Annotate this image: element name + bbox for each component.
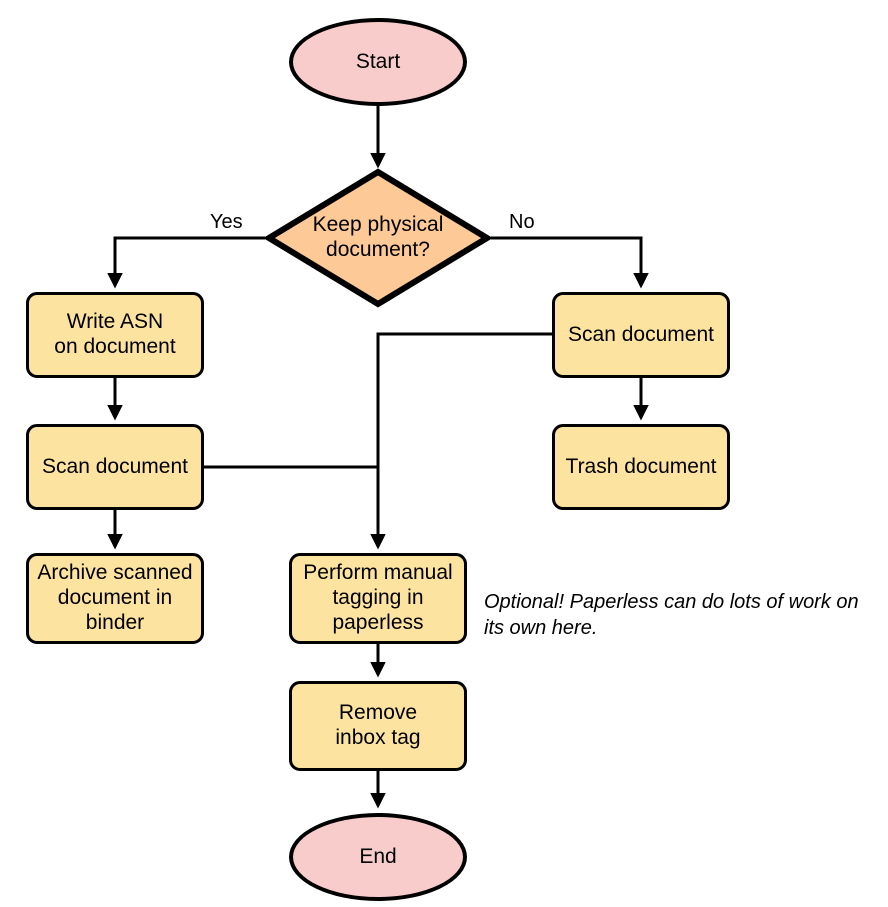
annotation-optional-note: Optional! Paperless can do lots of work … [484, 591, 859, 639]
node-write-asn[interactable]: Write ASN on document [26, 292, 204, 378]
node-keep-physical-document[interactable]: Keep physical document? [265, 168, 491, 308]
node-perform-manual-tagging[interactable]: Perform manual tagging in paperless [289, 553, 467, 644]
node-archive-scanned-document[interactable]: Archive scanned document in binder [26, 553, 204, 644]
node-scan-document-left[interactable]: Scan document [26, 424, 204, 510]
edge-scan-right-to-tagging [370, 332, 552, 550]
node-perform-manual-tagging-label: Perform manual tagging in paperless [303, 561, 453, 634]
node-keep-physical-document-label: Keep physical document? [312, 213, 444, 261]
node-remove-inbox-tag-label: Remove inbox tag [335, 701, 421, 749]
node-remove-inbox-tag[interactable]: Remove inbox tag [289, 681, 467, 771]
node-archive-scanned-document-label: Archive scanned document in binder [37, 561, 193, 634]
edge-label-yes: Yes [210, 211, 243, 233]
node-start[interactable]: Start [289, 18, 467, 106]
node-end[interactable]: End [289, 813, 467, 901]
node-trash-document[interactable]: Trash document [552, 424, 730, 510]
edge-decision-to-write-asn [107, 236, 265, 289]
node-scan-document-right[interactable]: Scan document [552, 292, 730, 378]
node-end-label: End [359, 844, 397, 868]
node-trash-document-label: Trash document [565, 454, 717, 478]
diamond-shape [265, 168, 491, 308]
node-start-label: Start [355, 49, 401, 73]
edge-decision-to-scan-right [491, 236, 649, 289]
node-scan-document-left-label: Scan document [42, 454, 188, 478]
node-scan-document-right-label: Scan document [568, 322, 714, 346]
node-write-asn-label: Write ASN on document [54, 310, 176, 358]
edge-label-no: No [509, 211, 535, 233]
